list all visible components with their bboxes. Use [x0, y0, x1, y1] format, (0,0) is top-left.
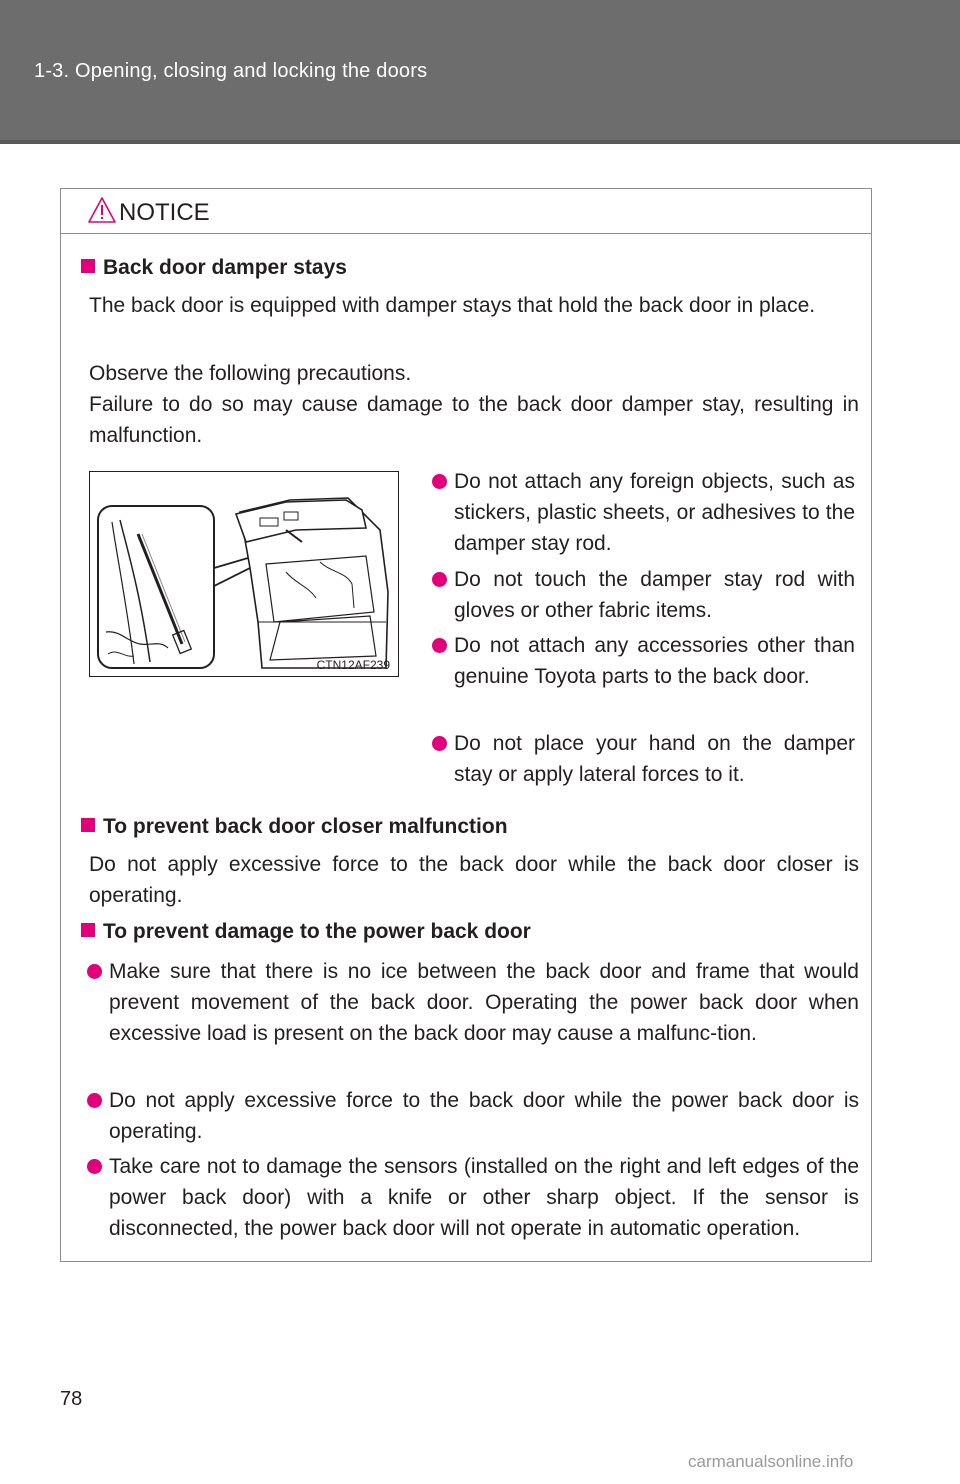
- header-band: 1-3. Opening, closing and locking the do…: [0, 0, 960, 144]
- list-item: Do not attach any foreign objects, such …: [432, 466, 855, 559]
- paragraph: The back door is equipped with damper st…: [89, 294, 816, 317]
- back-door-damper-illustration: [97, 497, 389, 669]
- paragraph: Observe the following precautions.: [89, 362, 412, 385]
- notice-box: NOTICE Back door damper stays The back d…: [60, 188, 872, 1262]
- list-item: Do not attach any accessories other than…: [432, 630, 855, 692]
- paragraph: Do not apply excessive force to the back…: [89, 853, 859, 907]
- square-bullet-icon: [81, 818, 95, 832]
- paragraph: Failure to do so may cause damage to the…: [89, 393, 859, 447]
- list-item: Do not apply excessive force to the back…: [87, 1085, 859, 1147]
- bullet-dot-icon: [432, 736, 447, 751]
- section-title: 1-3. Opening, closing and locking the do…: [34, 60, 428, 82]
- bullet-dot-icon: [87, 964, 102, 979]
- list-item: Do not touch the damper stay rod with gl…: [432, 564, 855, 626]
- damper-stay-illustration: CTN12AF239: [89, 471, 399, 677]
- list-item: Make sure that there is no ice between t…: [87, 956, 859, 1049]
- bullet-dot-icon: [87, 1159, 102, 1174]
- subheading-closer-malfunction: To prevent back door closer malfunction: [81, 815, 508, 839]
- page-number: 78: [60, 1388, 83, 1410]
- bullet-dot-icon: [432, 572, 447, 587]
- notice-header: NOTICE: [61, 189, 871, 234]
- subheading-power-back-door: To prevent damage to the power back door: [81, 920, 531, 944]
- notice-title: NOTICE: [119, 199, 210, 226]
- bullet-dot-icon: [87, 1093, 102, 1108]
- square-bullet-icon: [81, 259, 95, 273]
- square-bullet-icon: [81, 923, 95, 937]
- bullet-dot-icon: [432, 638, 447, 653]
- watermark[interactable]: carmanualsonline.info: [688, 1452, 854, 1471]
- header-inner: 1-3. Opening, closing and locking the do…: [0, 0, 960, 144]
- list-item: Take care not to damage the sensors (ins…: [87, 1151, 859, 1244]
- bullet-dot-icon: [432, 474, 447, 489]
- list-item: Do not place your hand on the damper sta…: [432, 728, 855, 790]
- warning-triangle-icon: [88, 197, 116, 223]
- illustration-code: CTN12AF239: [316, 658, 390, 672]
- subheading-damper-stays: Back door damper stays: [81, 256, 347, 280]
